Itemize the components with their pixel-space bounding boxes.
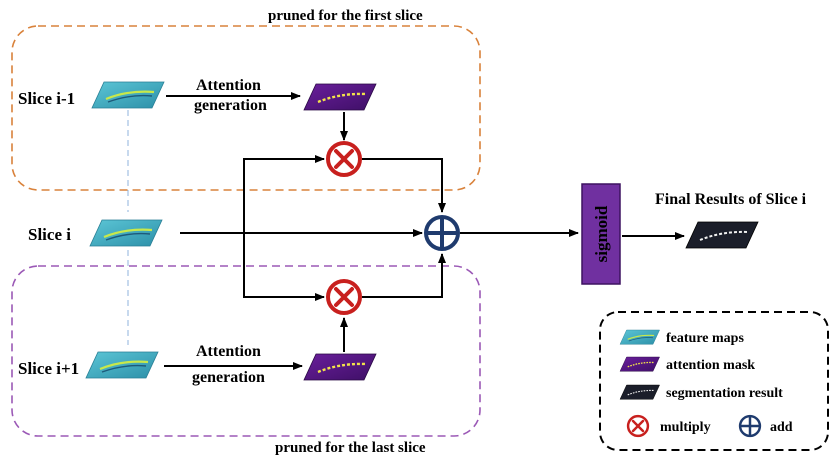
legend-add-label: add — [770, 420, 793, 435]
first-slice-prune-box — [11, 25, 481, 191]
feature-map-prev-icon — [90, 80, 166, 110]
top-box-title: pruned for the first slice — [268, 8, 423, 24]
attention-mask-top-icon — [302, 82, 378, 112]
feature-map-next-icon — [84, 350, 160, 380]
attention-bottom-line1: Attention — [196, 343, 261, 360]
branch-to-mul-top — [243, 155, 325, 233]
sigmoid-label: sigmoid — [592, 205, 611, 262]
slice-next-label: Slice i+1 — [18, 359, 79, 378]
last-slice-prune-box — [11, 265, 481, 437]
legend-attention-icon — [619, 356, 661, 372]
multiply-bottom-icon — [326, 279, 362, 315]
final-results-title: Final Results of Slice i — [655, 191, 807, 208]
slice-prev-label: Slice i-1 — [18, 89, 75, 108]
multiply-top-icon — [326, 141, 362, 177]
sigmoid-block — [581, 183, 621, 285]
legend-feature-label: feature maps — [666, 331, 744, 346]
bottom-box-title: pruned for the last slice — [275, 440, 426, 456]
legend-multiply-icon — [626, 414, 650, 438]
segmentation-result-icon — [685, 221, 759, 249]
legend-add-icon — [738, 414, 762, 438]
legend-box — [599, 311, 829, 451]
legend-feature-icon — [619, 329, 661, 345]
arrow-mul-bottom-to-add — [362, 253, 446, 298]
attention-bottom-line2: generation — [192, 369, 265, 386]
feature-map-curr-icon — [88, 218, 164, 248]
branch-to-mul-bottom — [243, 233, 325, 301]
legend-attention-label: attention mask — [666, 358, 755, 373]
arrow-mul-top-to-add — [362, 158, 446, 213]
add-icon — [424, 215, 460, 251]
legend-segmentation-label: segmentation result — [666, 386, 783, 401]
attention-top-line2: generation — [194, 97, 267, 114]
attention-mask-bottom-icon — [302, 352, 378, 382]
slice-curr-label: Slice i — [28, 225, 71, 244]
attention-top-line1: Attention — [196, 77, 261, 94]
legend-segmentation-icon — [619, 384, 661, 400]
legend-multiply-label: multiply — [660, 420, 711, 435]
